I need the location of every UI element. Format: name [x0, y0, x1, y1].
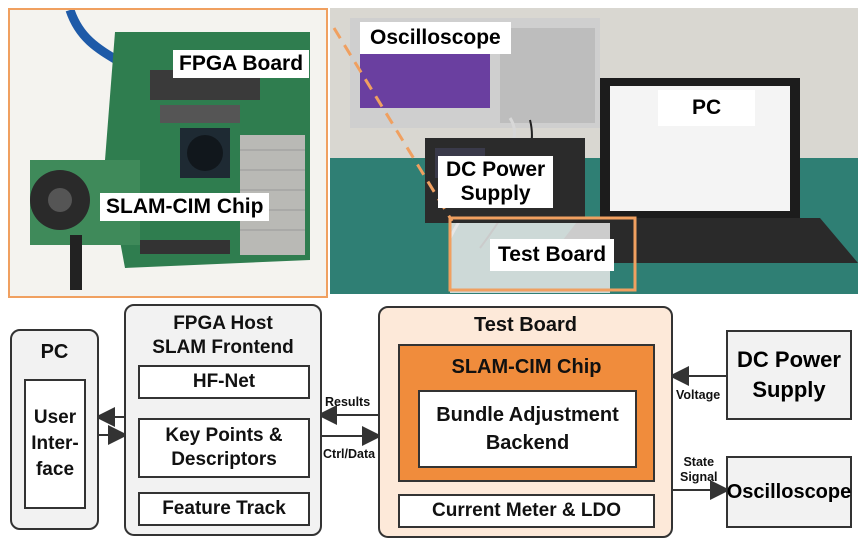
- oscilloscope-block: Oscilloscope: [726, 456, 852, 528]
- feature-track-box: Feature Track: [138, 492, 310, 526]
- slam-cim-chip-block: SLAM-CIM Chip Bundle Adjustment Backend: [398, 344, 655, 482]
- pc-block: PC User Inter- face: [10, 329, 99, 530]
- test-board-photo-label: Test Board: [490, 239, 615, 271]
- lab-setup-photo: Oscilloscope PC DC Power Supply Test Boa…: [330, 8, 858, 294]
- test-board-title: Test Board: [474, 314, 577, 336]
- bundle-adjustment-label: Bundle Adjustment Backend: [436, 404, 619, 454]
- current-meter-ldo-box: Current Meter & LDO: [398, 494, 655, 528]
- fpga-board-photo-label: FPGA Board: [173, 50, 310, 78]
- hf-net-box: HF-Net: [138, 365, 310, 399]
- slam-cim-chip-title: SLAM-CIM Chip: [451, 356, 602, 378]
- dc-power-supply-label: DC Power Supply: [737, 347, 841, 402]
- hf-net-label: HF-Net: [192, 371, 256, 392]
- results-label: Results: [325, 395, 371, 409]
- current-meter-ldo-label: Current Meter & LDO: [432, 500, 621, 521]
- oscilloscope-label: Oscilloscope: [726, 480, 852, 503]
- dc-power-supply-block: DC Power Supply: [726, 330, 852, 420]
- voltage-label: Voltage: [676, 388, 721, 402]
- key-points-descriptors-box: Key Points & Descriptors: [138, 418, 310, 478]
- pc-photo-label: PC: [658, 90, 756, 126]
- user-interface-label: User Inter- face: [31, 407, 79, 480]
- state-signal-label: State Signal: [680, 455, 718, 484]
- fpga-host-title: FPGA Host SLAM Frontend: [152, 313, 294, 358]
- ctrl-data-label: Ctrl/Data: [323, 447, 376, 461]
- key-points-descriptors-label: Key Points & Descriptors: [165, 425, 283, 470]
- fpga-host-block: FPGA Host SLAM Frontend HF-Net Key Point…: [124, 304, 322, 536]
- feature-track-label: Feature Track: [162, 498, 286, 519]
- bundle-adjustment-box: Bundle Adjustment Backend: [418, 390, 637, 468]
- user-interface-box: User Inter- face: [24, 379, 86, 509]
- test-board-block: Test Board SLAM-CIM Chip Bundle Adjustme…: [378, 306, 673, 538]
- fpga-photo: FPGA Board SLAM-CIM Chip: [8, 8, 328, 298]
- slam-cim-chip-photo-label: SLAM-CIM Chip: [100, 193, 270, 221]
- pc-block-title: PC: [40, 341, 69, 363]
- dc-power-supply-photo-label: DC Power Supply: [438, 156, 554, 208]
- oscilloscope-photo-label: Oscilloscope: [360, 22, 511, 54]
